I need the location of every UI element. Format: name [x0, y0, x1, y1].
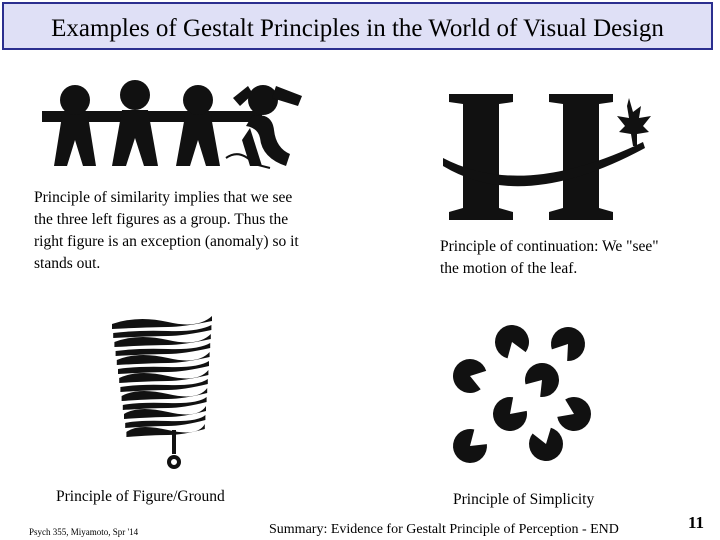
figure-ground-figure — [112, 316, 212, 469]
footer-summary: Summary: Evidence for Gestalt Principle … — [269, 522, 619, 537]
flag-stripe — [119, 370, 209, 383]
flag-stripe — [114, 334, 211, 347]
pacman-circle — [551, 327, 585, 361]
flag-stripe — [112, 316, 212, 329]
flag-stripe — [124, 406, 206, 419]
anomaly-figure — [233, 85, 302, 166]
pacman-circle — [525, 363, 559, 397]
slide-title: Examples of Gestalt Principles in the Wo… — [51, 15, 664, 42]
flag-stripe — [126, 424, 205, 437]
doll-figure — [176, 85, 220, 166]
doll-figure — [54, 85, 96, 166]
flag-stripe — [116, 352, 210, 365]
pacman-circle — [529, 427, 563, 461]
similarity-caption: Principle of similarity implies that we … — [34, 189, 299, 272]
doll-figure — [112, 80, 158, 166]
footer-course: Psych 355, Miyamoto, Spr '14 — [29, 527, 139, 537]
flag-stripe — [121, 388, 208, 401]
swoosh-curve — [443, 142, 645, 187]
pacman-circle — [453, 429, 487, 463]
continuation-figure — [443, 94, 651, 220]
figure-ground-caption: Principle of Figure/Ground — [56, 488, 225, 505]
doll-arm-band — [42, 111, 262, 122]
flag-stripe — [118, 361, 209, 374]
maple-leaf-icon — [617, 98, 651, 146]
pacman-circle — [557, 397, 591, 431]
flag-stripe — [113, 325, 212, 338]
continuation-caption: Principle of continuation: We "see" the … — [440, 238, 659, 277]
similarity-figure — [42, 80, 302, 169]
flag-stripe — [122, 397, 207, 410]
simplicity-figure — [453, 325, 591, 463]
flag-stripe — [120, 379, 208, 392]
flag-stripe — [125, 415, 206, 428]
page-number: 11 — [688, 513, 705, 532]
simplicity-caption: Principle of Simplicity — [453, 491, 595, 508]
title-bar: Examples of Gestalt Principles in the Wo… — [2, 2, 713, 50]
pacman-circle — [453, 359, 487, 393]
pacman-circle — [493, 397, 527, 431]
pacman-circle — [495, 325, 529, 359]
flag-stripe — [115, 343, 211, 356]
